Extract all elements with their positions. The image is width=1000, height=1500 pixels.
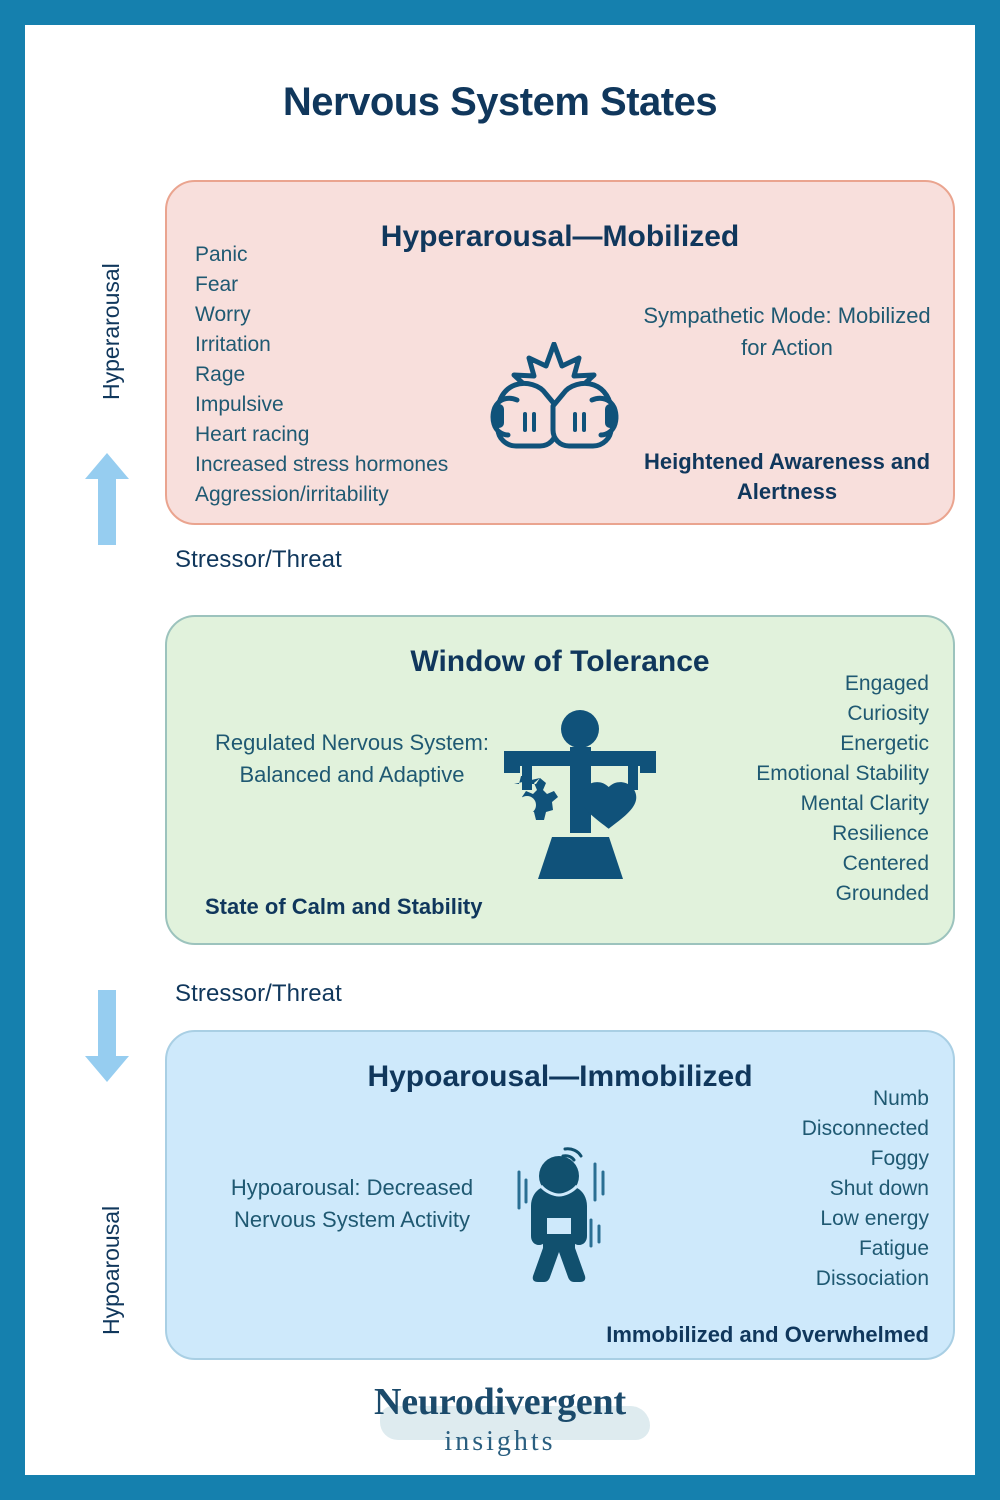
state-title-hyperarousal: Hyperarousal—Mobilized — [380, 220, 740, 253]
page-title: Nervous System States — [282, 80, 718, 124]
list-item: Dissociation — [815, 1267, 929, 1290]
state-title-hypoarousal: Hypoarousal—Immobilized — [367, 1060, 753, 1093]
list-item: Heart racing — [195, 423, 310, 446]
list-item: Shut down — [829, 1177, 929, 1200]
list-item: Irritation — [195, 333, 271, 356]
list-item: Low energy — [820, 1207, 929, 1230]
brand-tagline: insights — [444, 1426, 556, 1457]
list-item: Disconnected — [801, 1117, 929, 1140]
state-description-hypoarousal: Hypoarousal: Decreased Nervous System Ac… — [230, 1175, 474, 1232]
list-item: Fear — [195, 273, 239, 296]
list-item: Impulsive — [195, 393, 284, 416]
boxing-gloves-icon — [490, 342, 619, 449]
state-emphasis-window-of-tolerance: State of Calm and Stability — [205, 894, 483, 919]
list-item: Increased stress hormones — [195, 453, 449, 476]
brand-name: Neurodivergent — [374, 1381, 626, 1423]
list-item: Energetic — [840, 732, 929, 755]
list-item: Foggy — [870, 1147, 929, 1170]
infographic-canvas: Nervous System States Hyperarousal Hypoa… — [25, 25, 975, 1475]
list-item: Emotional Stability — [756, 762, 929, 785]
list-item: Fatigue — [858, 1237, 929, 1260]
list-item: Numb — [872, 1087, 929, 1110]
brush-stroke-decoration — [380, 1406, 650, 1440]
state-emphasis-hyperarousal: Heightened Awareness and Alertness — [643, 449, 931, 504]
slumped-figure-icon — [517, 1147, 605, 1282]
list-item: Rage — [195, 363, 246, 386]
list-item: Mental Clarity — [800, 792, 929, 815]
axis-label-hypoarousal: Hypoarousal — [98, 1205, 124, 1335]
list-item: Engaged — [844, 672, 929, 695]
state-description-window-of-tolerance: Regulated Nervous System: Balanced and A… — [215, 730, 489, 787]
list-item: Resilience — [832, 822, 929, 845]
list-item: Grounded — [835, 882, 929, 905]
arrow-down-icon — [85, 990, 129, 1082]
axis-label-hyperarousal: Hyperarousal — [98, 263, 124, 400]
state-description-hyperarousal: Sympathetic Mode: Mobilized for Action — [643, 303, 931, 360]
list-item: Worry — [195, 303, 251, 326]
state-emphasis-hypoarousal: Immobilized and Overwhelmed — [606, 1322, 929, 1347]
state-title-window-of-tolerance: Window of Tolerance — [410, 645, 710, 678]
balance-figure-icon — [504, 710, 656, 879]
list-item: Curiosity — [847, 702, 929, 725]
list-item: Aggression/irritability — [195, 483, 389, 506]
stressor-label-upper: Stressor/Threat — [175, 546, 342, 573]
stressor-label-lower: Stressor/Threat — [175, 980, 342, 1007]
arrow-up-icon — [85, 453, 129, 545]
brand-logo: Neurodivergent insights — [25, 1380, 975, 1458]
list-item: Centered — [842, 852, 929, 875]
list-item: Panic — [195, 243, 248, 266]
